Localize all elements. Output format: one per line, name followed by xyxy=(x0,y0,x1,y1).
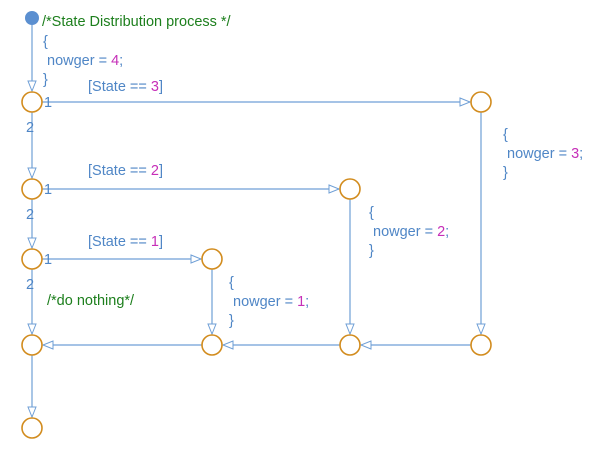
condition-label: [State == 2] xyxy=(88,163,163,179)
condition-label: [State == 3] xyxy=(88,79,163,95)
condition-action: nowger = 2; xyxy=(373,224,449,240)
junction[interactable] xyxy=(470,334,492,356)
condition-action: nowger = 3; xyxy=(507,146,583,162)
priority-label: 1 xyxy=(44,182,52,198)
junction-terminal[interactable] xyxy=(21,417,43,439)
transitions xyxy=(32,25,481,417)
junction[interactable] xyxy=(201,248,223,270)
priority-label: 2 xyxy=(26,277,34,293)
default-transition-dot[interactable] xyxy=(25,11,39,25)
action-close: } xyxy=(369,243,374,259)
junction[interactable] xyxy=(21,248,43,270)
junction[interactable] xyxy=(201,334,223,356)
junction[interactable] xyxy=(21,91,43,113)
junction[interactable] xyxy=(470,91,492,113)
priority-label: 2 xyxy=(26,207,34,223)
header-comment: /*State Distribution process */ xyxy=(42,14,232,30)
default-action: nowger = 4; xyxy=(47,53,123,69)
junction[interactable] xyxy=(339,178,361,200)
action-open: { xyxy=(503,127,508,143)
else-comment: /*do nothing*/ xyxy=(47,293,135,309)
priority-label: 1 xyxy=(44,252,52,268)
priority-label: 2 xyxy=(26,120,34,136)
action-open: { xyxy=(229,275,234,291)
junction[interactable] xyxy=(21,334,43,356)
condition-action: nowger = 1; xyxy=(233,294,309,310)
junction[interactable] xyxy=(339,334,361,356)
condition-label: [State == 1] xyxy=(88,234,163,250)
priority-label: 1 xyxy=(44,95,52,111)
action-open: { xyxy=(369,205,374,221)
action-close: } xyxy=(43,72,48,88)
junction[interactable] xyxy=(21,178,43,200)
action-close: } xyxy=(229,313,234,329)
action-close: } xyxy=(503,165,508,181)
action-open: { xyxy=(43,34,48,50)
